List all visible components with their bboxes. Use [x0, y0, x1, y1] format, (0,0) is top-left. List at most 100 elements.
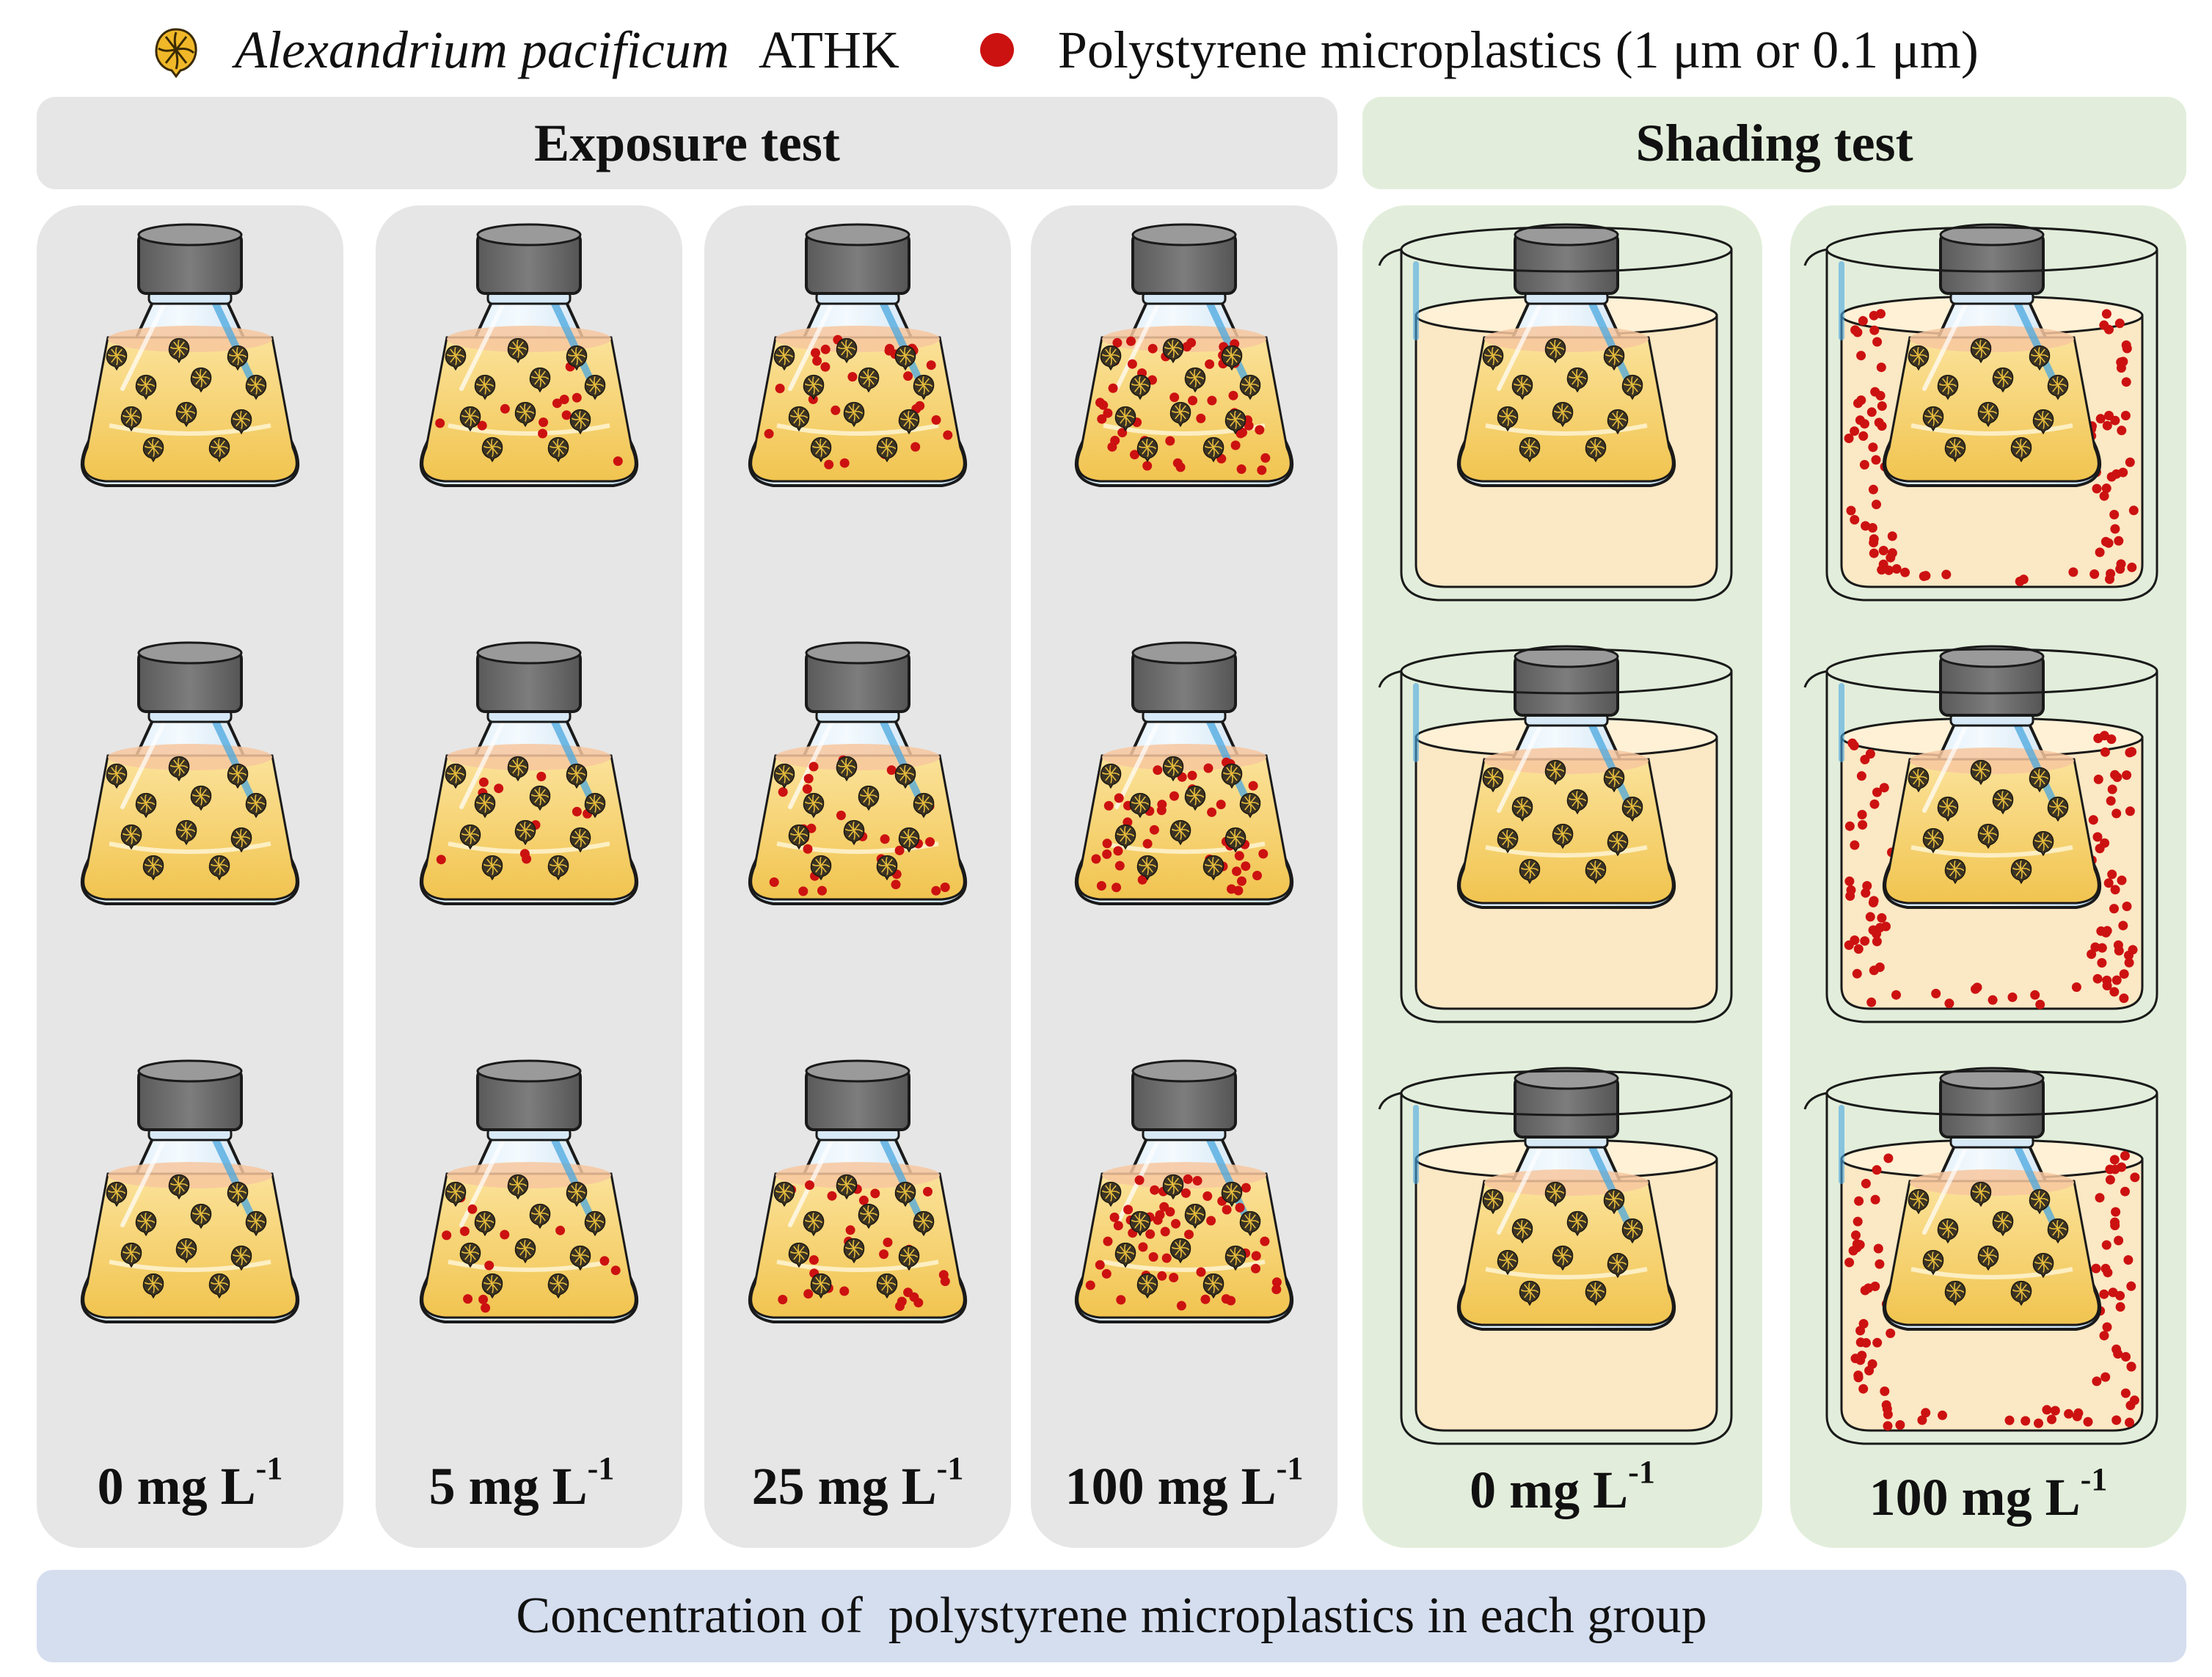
microplastic-particle [1200, 1294, 1211, 1304]
microplastic-particle [1142, 838, 1153, 849]
medium-surface [1910, 326, 2074, 352]
microplastic-particle [1872, 787, 1882, 797]
microplastic-particle [1169, 392, 1180, 403]
microplastic-particle [1851, 1230, 1861, 1241]
microplastic-particle [1175, 462, 1186, 472]
microplastic-particle [1864, 1365, 1875, 1375]
microplastic-particle [1126, 336, 1136, 346]
microplastic-particle [2064, 1409, 2074, 1419]
beaker-wall [1400, 249, 1733, 602]
microplastic-particle [775, 384, 785, 393]
microplastic-particle [1844, 434, 1854, 443]
microplastic-particle [2117, 425, 2127, 436]
microplastic-particle [2088, 815, 2098, 825]
microplastic-particle [1165, 436, 1175, 446]
medium-surface [108, 744, 272, 770]
microplastic-particle [1235, 1202, 1245, 1213]
medium-surface [447, 326, 611, 352]
microplastic-particle [811, 348, 820, 358]
microplastic-particle [1850, 515, 1860, 525]
microplastic-particle [500, 1230, 510, 1240]
microplastic-particle [2042, 1405, 2052, 1415]
microplastic-particle [1884, 565, 1894, 575]
microplastic-particle [940, 883, 950, 892]
conc-label-exposure-5: 5 mg L-1 [428, 1450, 615, 1516]
microplastic-particle [1207, 807, 1217, 817]
microplastic-particle [2119, 993, 2129, 1004]
microplastic-particle [1880, 1386, 1890, 1396]
microplastic-particle [2100, 838, 2110, 848]
microplastic-particle [769, 877, 779, 887]
microplastic-particle [2089, 569, 2100, 580]
microplastic-particle [478, 777, 489, 787]
microplastic-particle [1241, 1183, 1251, 1193]
exposure-flask [1074, 1059, 1294, 1323]
exposure-test-title: Exposure test [534, 113, 840, 172]
conc-label-shading-100: 100 mg L-1 [1869, 1461, 2108, 1527]
microplastic-particle [1868, 442, 1878, 453]
microplastic-particle [1864, 1283, 1874, 1293]
microplastic-particle [538, 428, 548, 439]
beaker-wall [1825, 249, 2158, 602]
microplastic-particle [2104, 324, 2114, 335]
microplastic-particle [1848, 1246, 1858, 1256]
microplastic-particle [839, 458, 850, 468]
microplastic-particle [2035, 999, 2045, 1009]
microplastic-particle [2121, 377, 2131, 387]
microplastic-particle [1234, 851, 1244, 861]
microplastic-particle [1271, 1285, 1282, 1295]
microplastic-particle [1251, 1251, 1261, 1261]
microplastic-particle [1107, 442, 1117, 452]
conc-label-exposure-100: 100 mg L-1 [1065, 1450, 1304, 1516]
microplastic-particle [1228, 390, 1238, 401]
microplastic-particle [1244, 420, 1254, 431]
microplastic-particle [2115, 1302, 2125, 1312]
microplastic-particle [1850, 426, 1860, 436]
microplastic-particle [1085, 1280, 1095, 1290]
microplastic-particle [1109, 1212, 1120, 1222]
shading-beaker-assembly [1803, 645, 2158, 1023]
exposure-test-banner: Exposure test [37, 97, 1337, 189]
microplastic-particle [1103, 1236, 1113, 1246]
microplastic-particle [1138, 1242, 1148, 1252]
microplastic-particle [572, 392, 582, 403]
microplastic-particle [2097, 958, 2107, 968]
shading-test-banner: Shading test [1362, 97, 2186, 189]
beaker-wall [1400, 671, 1733, 1023]
microplastic-particle [2068, 567, 2078, 577]
microplastic-particle [831, 405, 841, 415]
microplastic-particle [1103, 408, 1113, 418]
microplastic-particle [1844, 821, 1855, 831]
microplastic-particle [879, 1249, 889, 1260]
microplastic-particle [1875, 923, 1885, 933]
exposure-flask [748, 641, 968, 905]
microplastic-particle [559, 395, 569, 404]
exposure-flask [1074, 641, 1294, 905]
microplastic-particle [1856, 395, 1866, 405]
microplastic-particle-icon [979, 33, 1014, 67]
microplastic-particle [1886, 1329, 1896, 1338]
microplastic-particle [1102, 849, 1112, 859]
microplastic-particle [2118, 467, 2128, 478]
microplastic-particle [613, 456, 623, 467]
microplastic-particle [2101, 1240, 2111, 1250]
microplastic-particle [1123, 1205, 1134, 1215]
medium-surface [1484, 748, 1649, 774]
microplastic-particle [1142, 461, 1153, 471]
microplastic-particle [2105, 1174, 2115, 1185]
microplastic-particle [1171, 1219, 1180, 1229]
microplastic-particle [2095, 547, 2105, 558]
microplastic-particle [1891, 564, 1902, 574]
microplastic-particle [2122, 770, 2132, 781]
microplastic-particle [2101, 483, 2111, 494]
microplastic-particle [610, 1265, 621, 1276]
microplastic-particle [2110, 1221, 2120, 1230]
microplastic-particle [895, 1301, 905, 1311]
microplastic-particle [1153, 765, 1163, 775]
microplastic-particle [1852, 968, 1862, 979]
microplastic-particle [1861, 521, 1871, 531]
microplastic-particle [2099, 491, 2109, 501]
microplastic-particle [1877, 913, 1887, 923]
microplastic-particle [2034, 1418, 2043, 1428]
microplastic-particle [2106, 569, 2116, 579]
